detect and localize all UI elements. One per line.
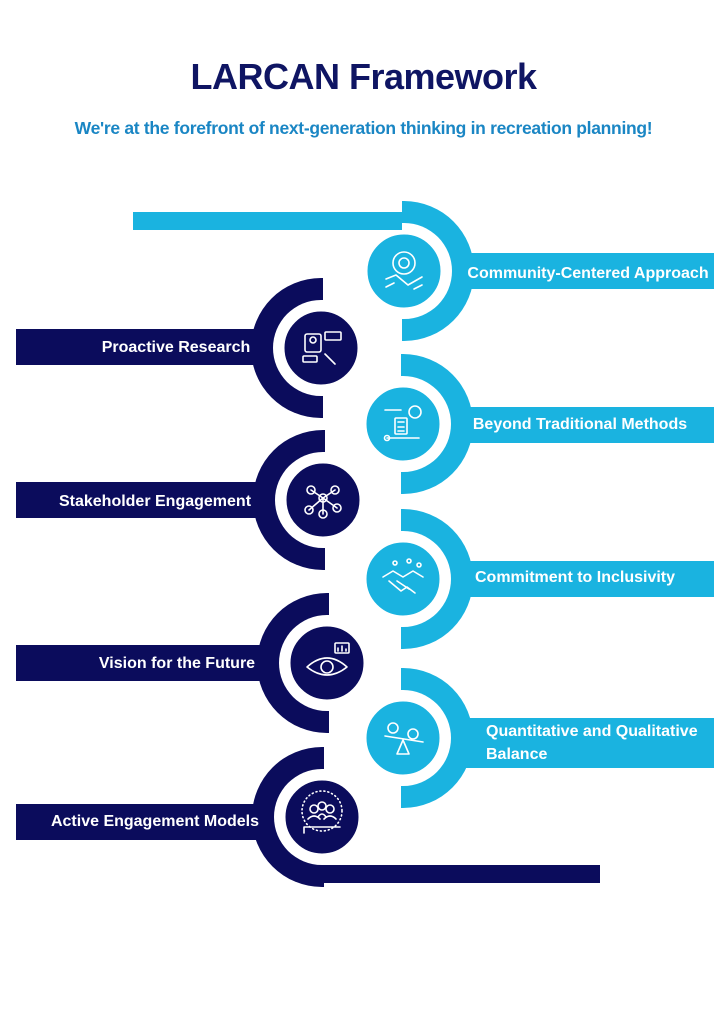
bottom-navy-bar bbox=[322, 865, 600, 883]
handshake-gear-people-icon bbox=[385, 251, 423, 290]
navy-label-bar-1 bbox=[16, 329, 264, 365]
step-label-vision-future: Vision for the Future bbox=[99, 655, 255, 672]
cyan-label-bar-3 bbox=[464, 561, 714, 597]
cyan-label-bar-1 bbox=[464, 253, 714, 289]
navy-label-bar-4 bbox=[16, 804, 270, 840]
seesaw-balance-icon bbox=[384, 722, 424, 755]
step-circle-7 bbox=[363, 698, 443, 778]
step-circle-1 bbox=[364, 231, 444, 311]
step-circle-3 bbox=[363, 384, 443, 464]
cyan-label-bar-2 bbox=[464, 407, 714, 443]
step-label-active-engagement: Active Engagement Models bbox=[51, 813, 259, 830]
navy-label-bar-3 bbox=[16, 645, 270, 681]
step-label-quant-qual-line1: Quantitative and Qualitative bbox=[486, 723, 698, 740]
team-hand-icon bbox=[301, 790, 343, 834]
step-circle-5 bbox=[363, 539, 443, 619]
page-subtitle: We're at the forefront of next-generatio… bbox=[74, 118, 653, 138]
step-circle-8 bbox=[282, 777, 362, 857]
step-label-community-centered: Community-Centered Approach bbox=[467, 265, 708, 282]
cyan-label-bar-4 bbox=[464, 718, 714, 768]
step-label-commitment-inclusivity: Commitment to Inclusivity bbox=[475, 569, 675, 586]
step-label-beyond-traditional: Beyond Traditional Methods bbox=[473, 416, 687, 433]
research-person-icon bbox=[302, 331, 342, 365]
top-cyan-bar bbox=[133, 212, 405, 230]
handshake-icon bbox=[382, 558, 424, 594]
step-label-quant-qual-line2: Balance bbox=[486, 746, 547, 763]
eye-chart-icon bbox=[306, 642, 350, 676]
stakeholder-network-icon bbox=[304, 485, 342, 519]
page-title: LARCAN Framework bbox=[190, 56, 537, 97]
navy-label-bar-2 bbox=[16, 482, 264, 518]
process-checklist-gear-icon bbox=[383, 405, 422, 442]
step-label-proactive-research: Proactive Research bbox=[102, 339, 251, 356]
step-label-stakeholder-engagement: Stakeholder Engagement bbox=[59, 493, 252, 510]
step-circle-6 bbox=[287, 623, 367, 703]
